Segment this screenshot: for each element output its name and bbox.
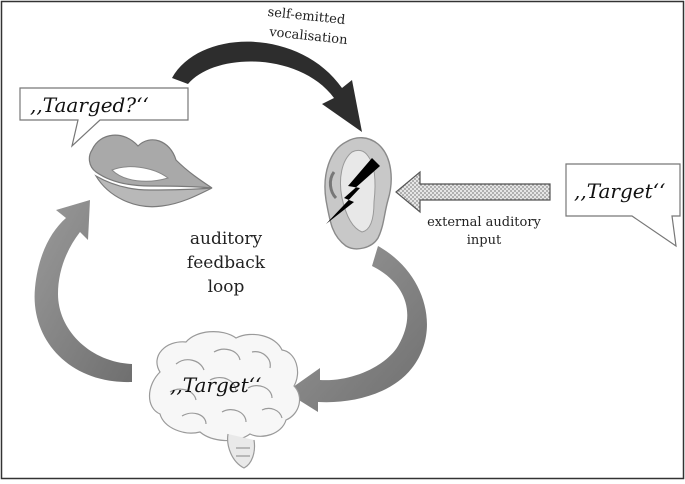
feedback-loop-label-line2: feedback	[187, 253, 266, 273]
brain-bubble-text: ,,Target‘‘	[170, 373, 261, 397]
lips-speech-bubble	[19, 87, 189, 148]
brain-to-mouth-arrow	[34, 200, 132, 383]
external-input-label-line1: external auditory	[427, 215, 541, 230]
self-emitted-arrow	[172, 41, 362, 132]
external-input-label-line2: input	[467, 233, 502, 248]
external-speech-bubble	[565, 163, 681, 248]
self-emitted-label-line2: vocalisation	[268, 25, 349, 48]
ear-to-brain-arrow	[286, 246, 427, 412]
external-bubble-text: ,,Target‘‘	[574, 179, 665, 203]
brain-icon	[148, 331, 301, 469]
feedback-loop-label-line1: auditory	[190, 229, 263, 249]
lips-bubble-text: ,,Taarged?‘‘	[30, 93, 149, 117]
lightning-icon	[326, 158, 380, 224]
feedback-loop-label-line3: loop	[208, 277, 245, 297]
external-input-arrow	[395, 170, 551, 214]
lips-icon	[88, 134, 213, 208]
self-emitted-label-line1: self-emitted	[267, 5, 346, 28]
ear-icon	[324, 137, 392, 250]
